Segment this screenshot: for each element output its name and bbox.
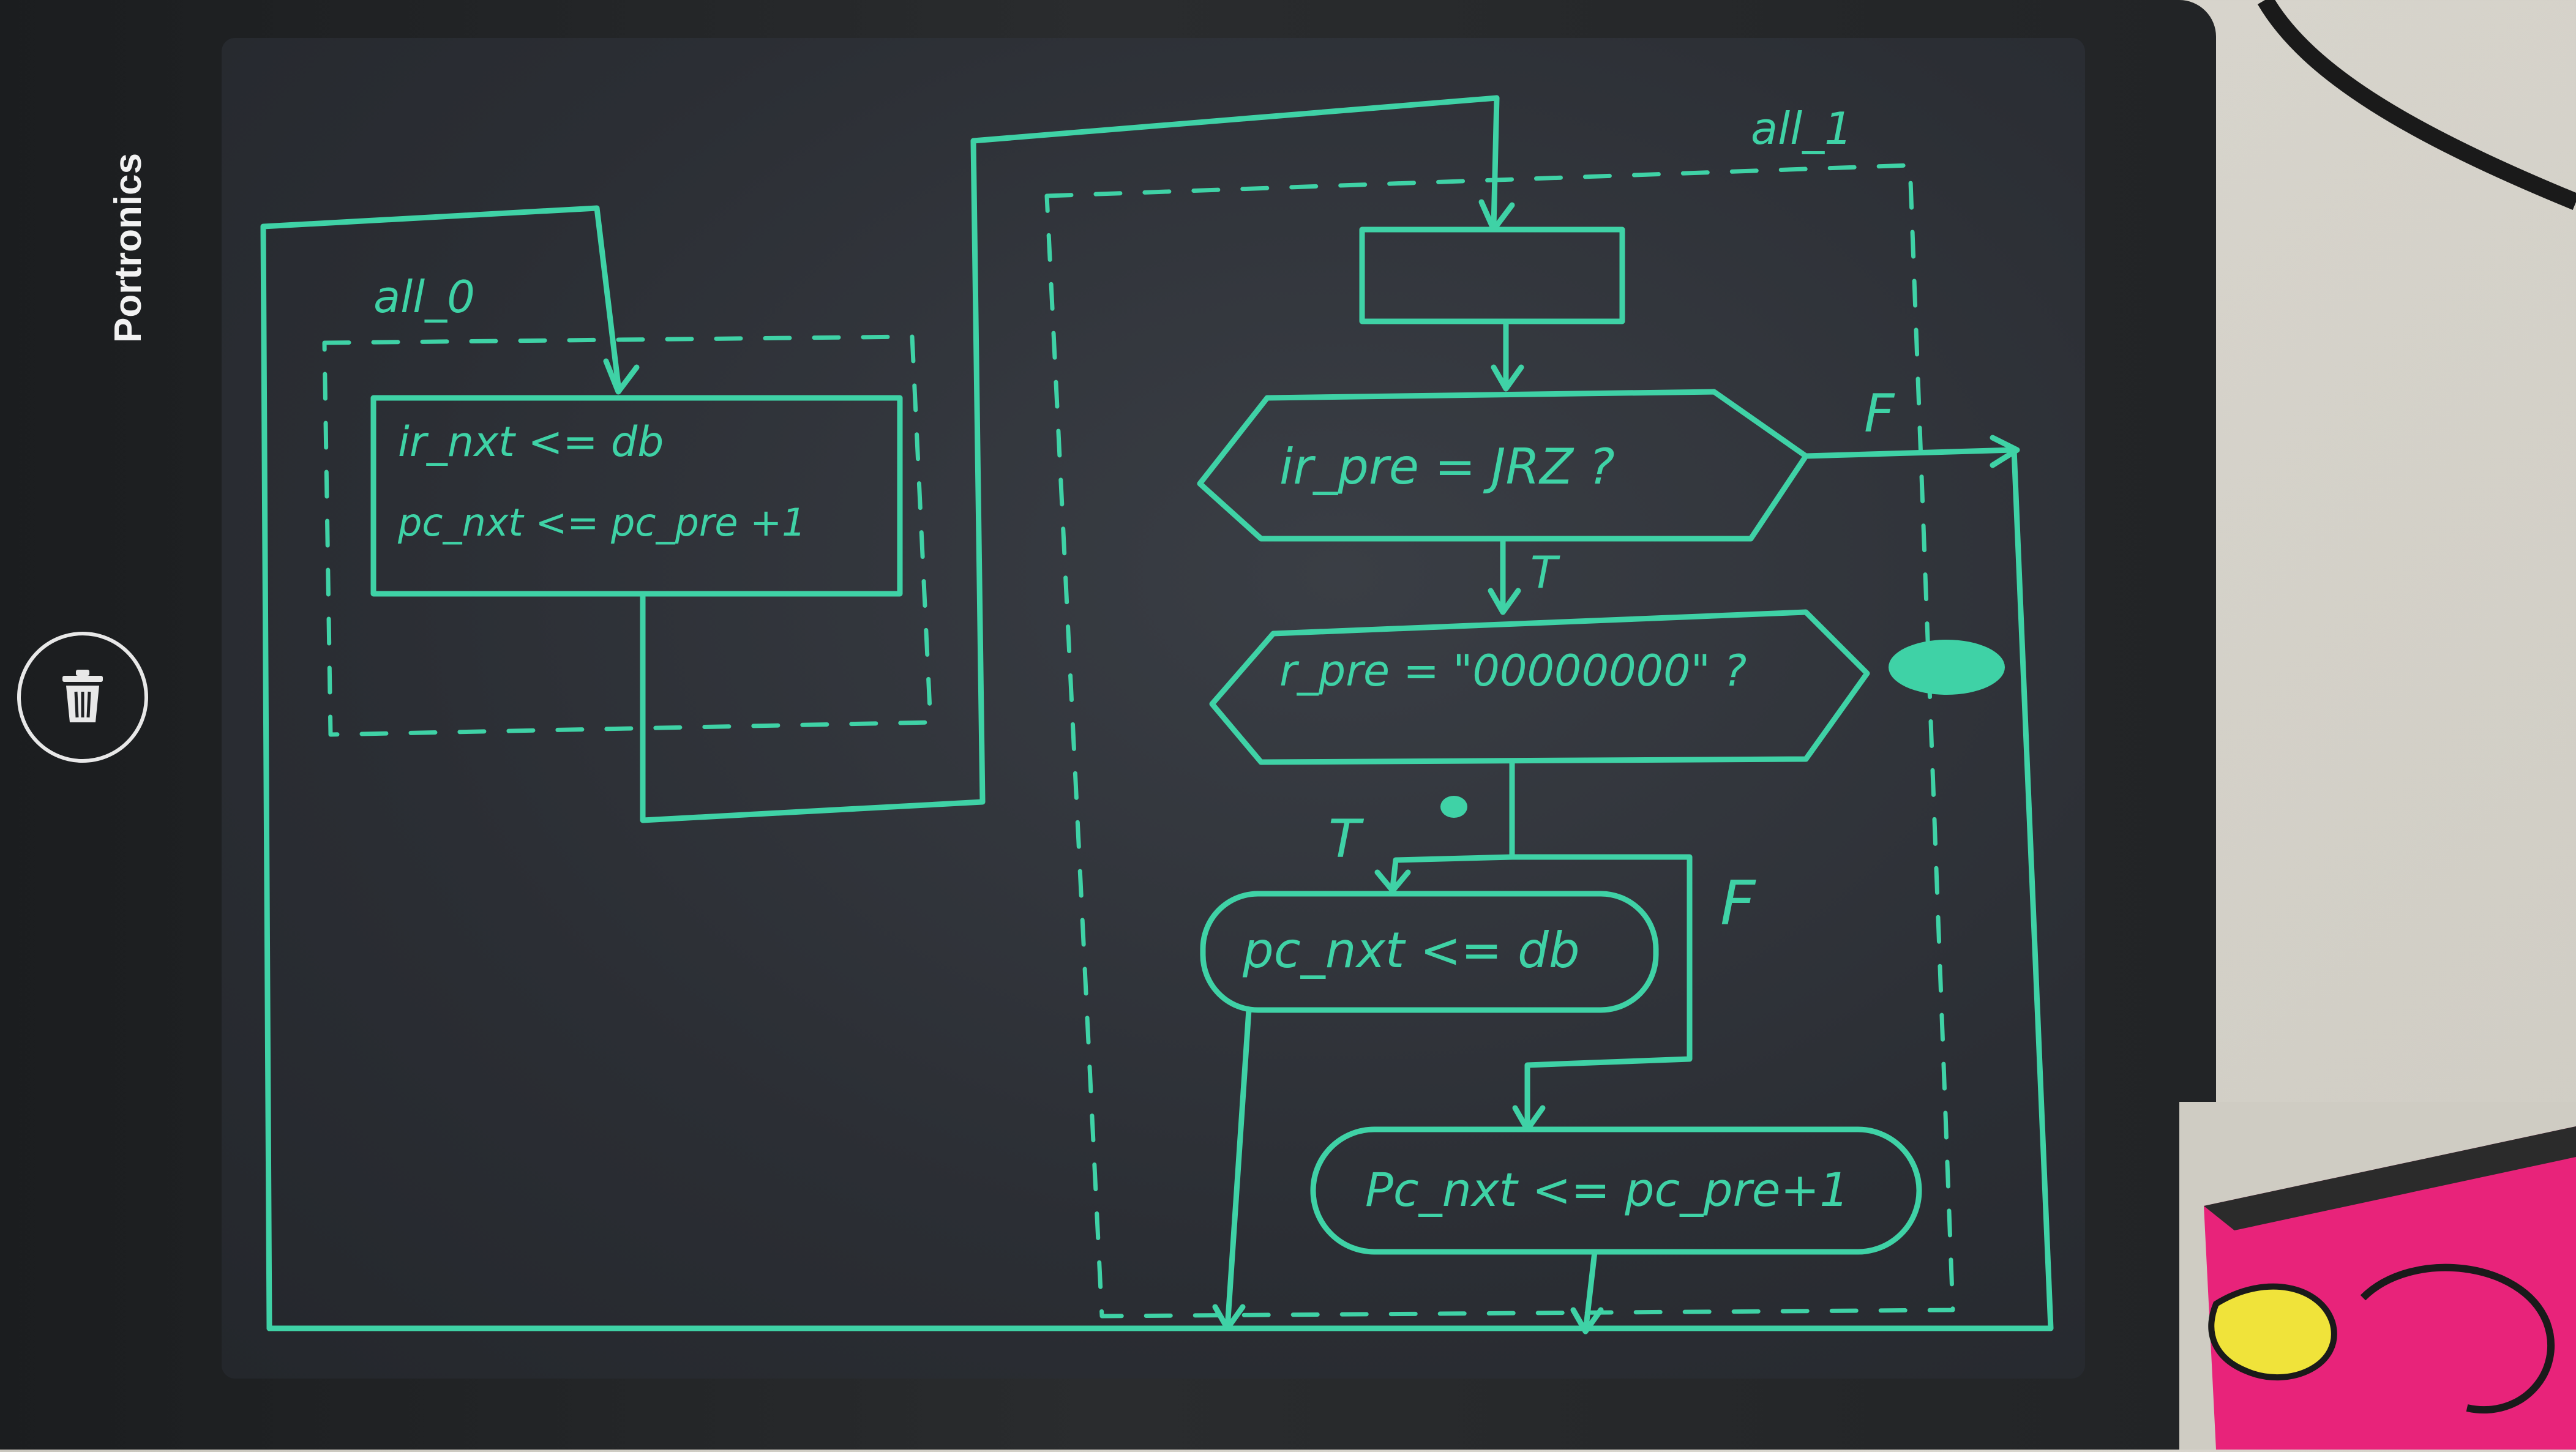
decision1-false-label: F — [1864, 383, 1895, 444]
all1-dashed-frame — [1044, 163, 1955, 1319]
trash-icon — [62, 670, 103, 722]
decision2-false-label: F — [1720, 867, 1756, 939]
action2-text: Pc_nxt <= pc_pre+1 — [1365, 1162, 1849, 1217]
decision2-false-line — [1509, 854, 1693, 1129]
all0-dashed-frame — [322, 334, 933, 737]
background-mat — [2179, 1102, 2576, 1450]
loop-line-bottom — [266, 447, 2054, 1331]
brand-text: Portronics — [107, 153, 149, 343]
loop-line-left — [260, 205, 621, 1331]
arrow-head — [603, 358, 640, 395]
decision2-text: r_pre = "00000000" ? — [1279, 646, 1747, 696]
empty-box — [1359, 226, 1625, 324]
arrow-head — [1570, 1307, 1604, 1334]
all1-label: all_1 — [1751, 103, 1852, 154]
decision2-shape — [1209, 609, 1870, 765]
decision2-true-label: T — [1328, 809, 1365, 870]
action1-shape — [1200, 891, 1659, 1013]
clear-button[interactable] — [17, 632, 148, 763]
lcd-screen — [222, 38, 2085, 1379]
left-line1: ir_nxt <= db — [398, 418, 664, 466]
all0-label: all_0 — [373, 271, 475, 323]
left-line2: pc_nxt <= pc_pre +1 — [397, 500, 806, 545]
arrow-head — [1990, 435, 2020, 468]
connector-left-to-right — [640, 95, 1500, 823]
arrow-head — [1374, 869, 1411, 894]
decision1-text: ir_pre = JRZ ? — [1279, 438, 1615, 495]
decision1-false-line — [1803, 447, 2017, 459]
ink-dot — [1440, 796, 1467, 818]
action1-text: pc_nxt <= db — [1242, 922, 1580, 979]
writing-tablet: Portronics — [0, 0, 2216, 1450]
decision2-true-line — [1390, 759, 1515, 891]
action1-out-line — [1224, 1007, 1252, 1331]
arrow-head — [1491, 364, 1524, 392]
action2-shape — [1310, 1126, 1922, 1255]
brand-logo: Portronics — [92, 73, 165, 355]
arrow-head — [1488, 588, 1521, 615]
left-action-box — [370, 395, 903, 597]
ink-smudge — [1889, 640, 2005, 695]
charging-cable — [2253, 0, 2576, 257]
decision1-true-label: T — [1530, 547, 1560, 598]
action2-out-line — [1582, 1249, 1598, 1334]
